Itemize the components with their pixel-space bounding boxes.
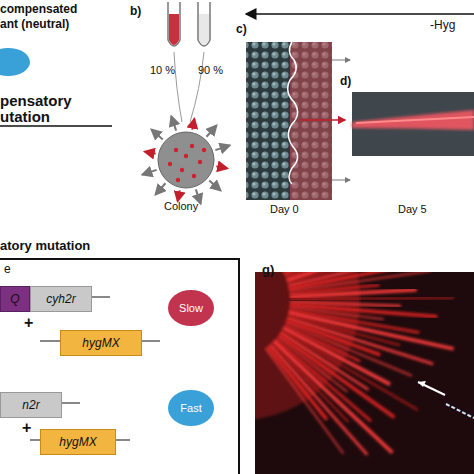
panel-label: d) xyxy=(340,74,351,88)
node-text: e xyxy=(4,262,11,276)
panel-box: eQcyh2r hygMX Slow n2r hygMX Fast xyxy=(0,258,240,474)
panel-label: g) xyxy=(262,262,274,277)
panel-label: b) xyxy=(130,4,141,18)
panel-label: ant (neutral) xyxy=(0,17,69,31)
cell-blob: Slow xyxy=(168,290,214,326)
panel-label: utation xyxy=(0,108,50,125)
node-text: cyh2r xyxy=(46,292,75,306)
node-text: hygMX xyxy=(82,336,119,350)
panel-label: atory mutation xyxy=(0,238,90,253)
node-text: hygMX xyxy=(59,435,96,449)
cell-blob: Fast xyxy=(168,390,214,426)
node-text: Fast xyxy=(180,402,201,414)
node-text: n2r xyxy=(22,398,39,412)
gene-box: n2r xyxy=(0,392,62,418)
panel-label: + xyxy=(24,314,33,332)
panel-label: 10 % xyxy=(150,64,175,76)
gene-box: hygMX xyxy=(60,330,142,356)
panel-label: pensatory xyxy=(0,92,72,109)
panel-label: -Hyg xyxy=(430,18,455,32)
panel-label: 90 % xyxy=(198,64,223,76)
panel-label: compensated xyxy=(0,2,77,16)
gene-box: cyh2r xyxy=(30,286,92,312)
panel-label: Day 5 xyxy=(398,203,427,215)
node-text: Q xyxy=(10,292,19,306)
gene-box: hygMX xyxy=(40,429,116,455)
panel-label: + xyxy=(22,419,31,437)
panel-label: Colony xyxy=(164,200,198,212)
gene-box: Q xyxy=(0,286,30,312)
panel-label: c) xyxy=(236,22,247,36)
node-text: Slow xyxy=(179,302,203,314)
panel-label: Day 0 xyxy=(270,203,299,215)
